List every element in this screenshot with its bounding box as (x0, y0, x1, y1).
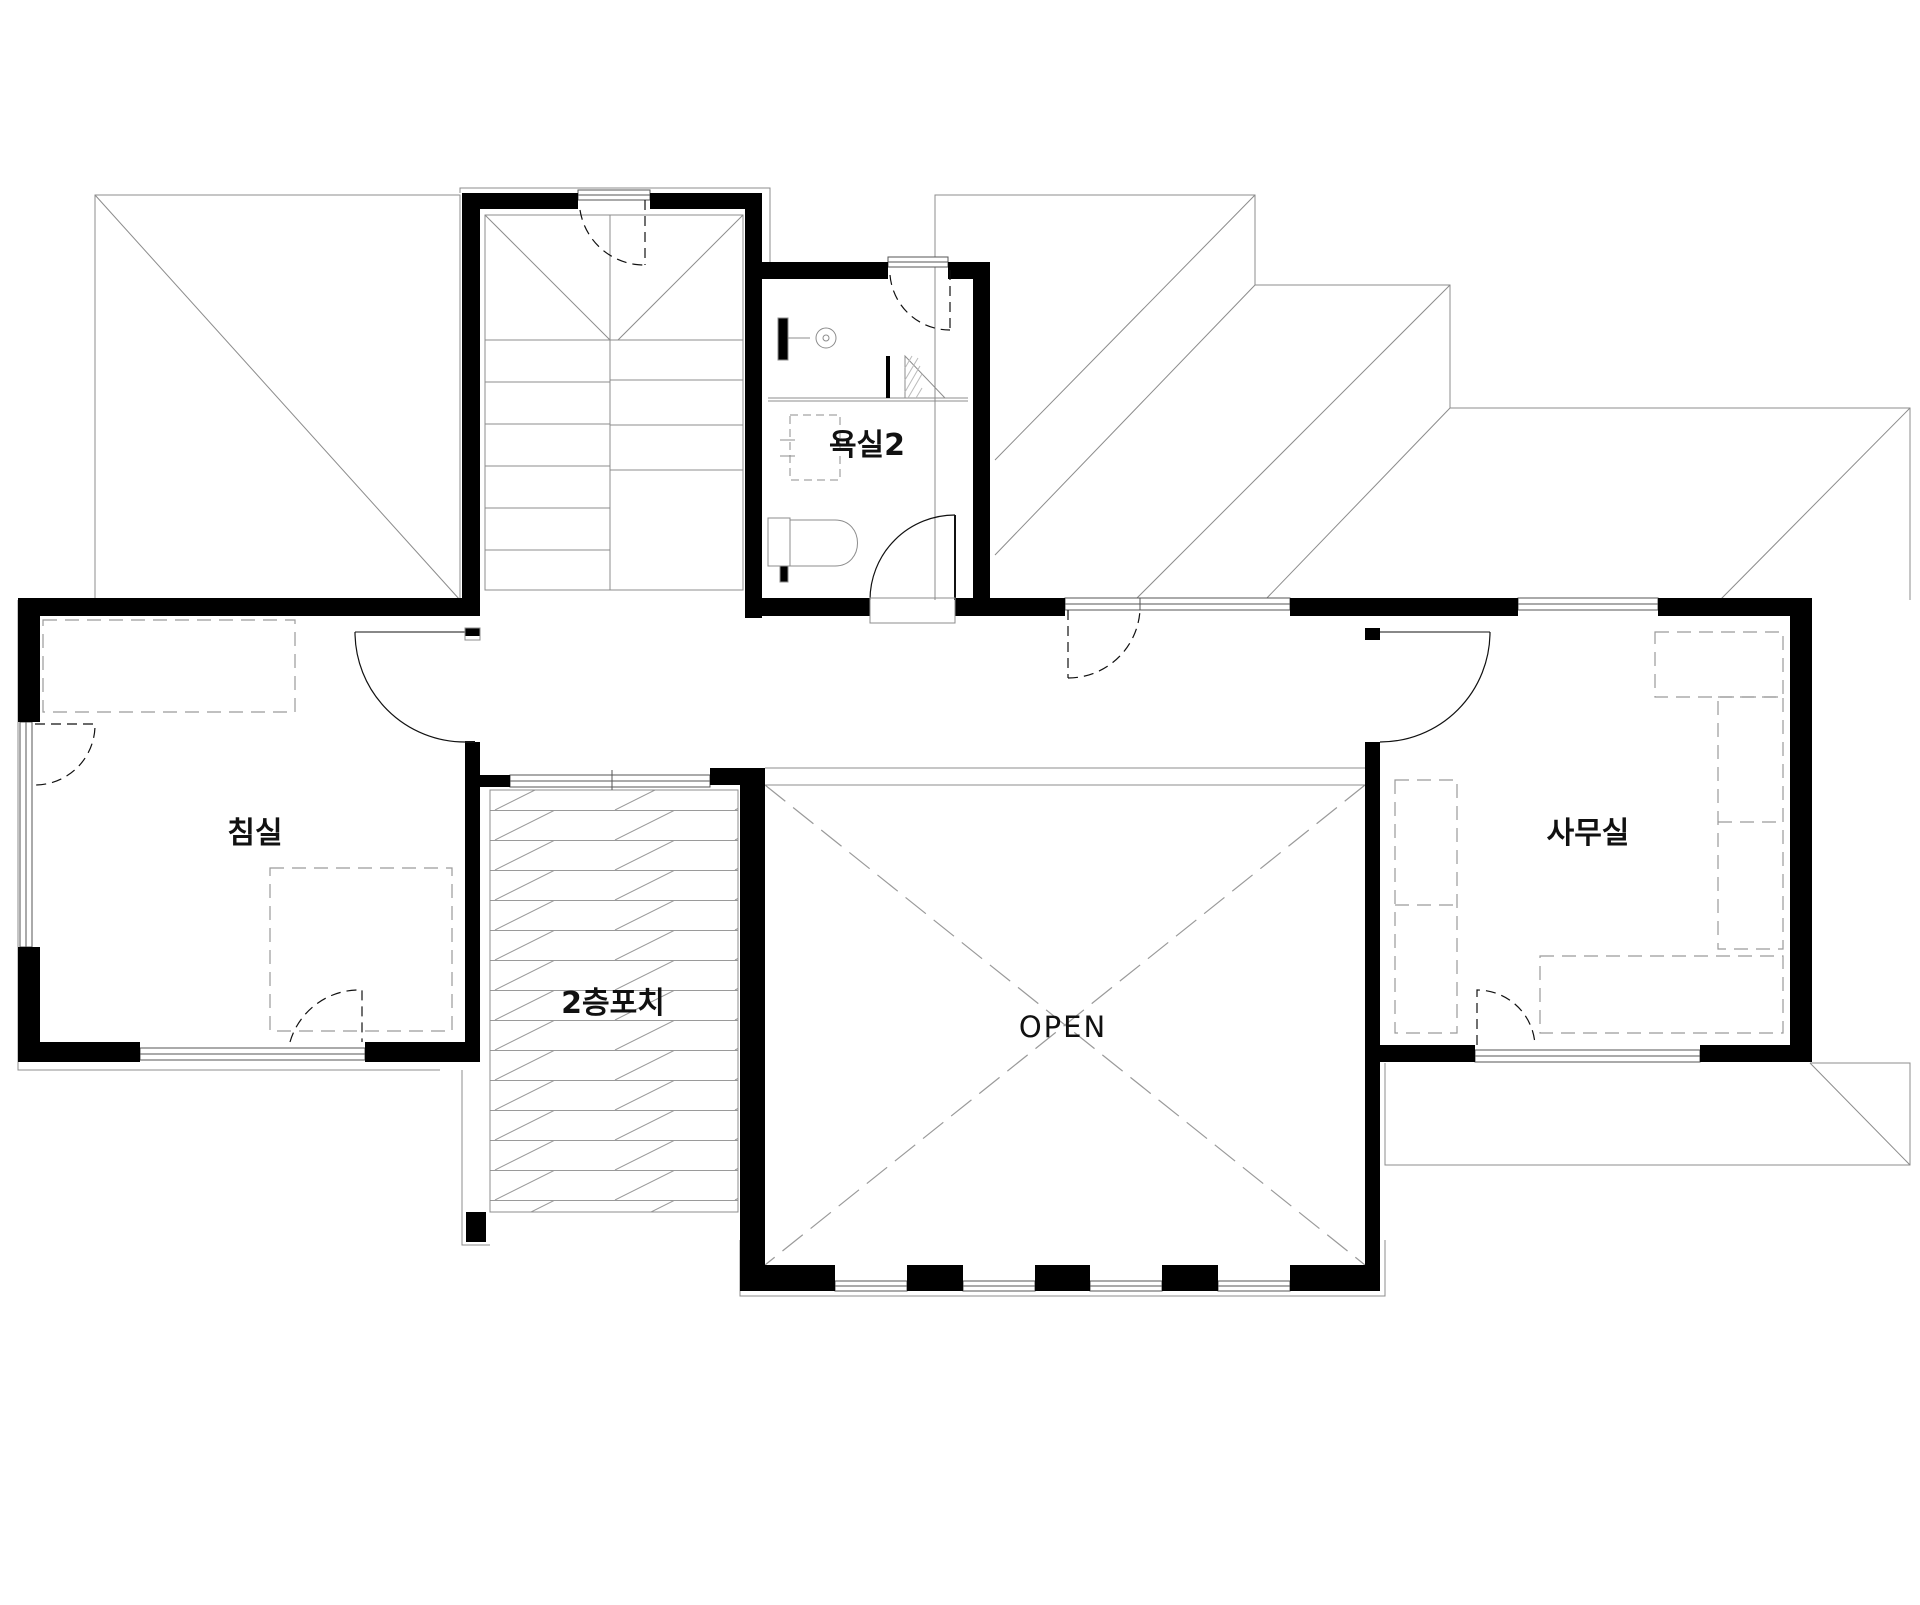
stair-exterior-door (579, 209, 646, 266)
open-void (764, 767, 1366, 1266)
toilet-bowl (789, 519, 858, 567)
office-desk (1539, 955, 1784, 1034)
dashed-doors (34, 200, 1536, 1046)
bathroom-door (869, 514, 956, 601)
room-label-bathroom2: 욕실2 (829, 428, 905, 463)
room-label-open: OPEN (1019, 1010, 1107, 1044)
bedroom-south-door (289, 989, 363, 1043)
roof-outlines (17, 187, 1911, 1297)
office-cabinet-left (1394, 779, 1458, 1034)
room-label-porch2f: 2층포치 (561, 986, 665, 1021)
office-door (1379, 631, 1491, 743)
sink (789, 414, 841, 481)
thresholds (464, 597, 956, 641)
shower-head (815, 327, 837, 349)
bath-window-door (889, 274, 951, 331)
porch-deck (489, 789, 739, 1213)
stairs (484, 214, 744, 591)
room-label-bedroom: 침실 (227, 816, 282, 851)
porch-post (466, 1212, 486, 1242)
bathroom-fixtures (767, 317, 968, 583)
walls (18, 193, 1812, 1291)
bedroom-door (354, 631, 466, 743)
room-label-office: 사무실 (1547, 816, 1630, 851)
bedroom-west-door (34, 723, 96, 786)
hall-exterior-door (1067, 609, 1141, 679)
windows (19, 189, 1701, 1292)
office-shelf-right (1717, 696, 1784, 950)
toilet-tank (767, 517, 791, 567)
bedroom-closet (42, 619, 296, 713)
doors (354, 514, 1491, 743)
office-south-door (1476, 989, 1536, 1046)
office-shelf-top (1654, 631, 1784, 698)
furniture (42, 619, 1784, 1034)
bed (269, 867, 453, 1032)
